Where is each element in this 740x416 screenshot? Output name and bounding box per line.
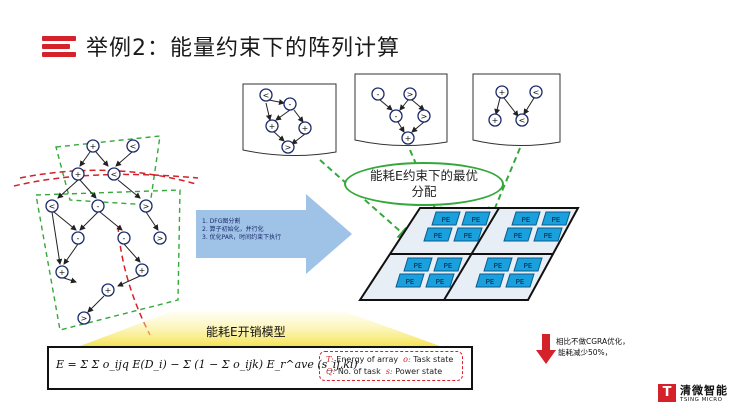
svg-text:+: + <box>405 134 412 143</box>
energy-formula: E = Σ Σ o_ijq E(D_i) − Σ (1 − Σ o_ijk) E… <box>56 358 358 371</box>
process-steps: 1. DFG图分割 2. 算子初始化，并行化 3. 优化PAR，时间约束下执行 <box>202 218 282 241</box>
pe-label: PE <box>544 232 553 240</box>
pe-cells: PE PE PE PE PE PE PE PE PE PE PE PE PE PE PE PE <box>395 211 571 288</box>
pe-label: PE <box>514 232 523 240</box>
pe-cell <box>453 227 483 242</box>
svg-text:<: < <box>130 142 137 151</box>
pe-label: PE <box>516 278 525 286</box>
pe-cell <box>503 227 533 242</box>
process-arrow <box>196 194 352 274</box>
logo-name: 清微智能 <box>680 384 728 397</box>
svg-text:+: + <box>269 122 276 131</box>
svg-text:>: > <box>285 143 292 152</box>
svg-text:-: - <box>97 202 100 211</box>
svg-text:+: + <box>75 170 82 179</box>
pe-label: PE <box>552 216 561 224</box>
formula-legend: T: Energy of array o: Task state Q: No. … <box>319 351 463 381</box>
svg-text:-: - <box>123 234 126 243</box>
formula-box <box>47 346 473 390</box>
pe-label: PE <box>434 232 443 240</box>
pe-label: PE <box>524 262 533 270</box>
svg-text:-: - <box>395 112 398 121</box>
svg-text:>: > <box>421 112 428 121</box>
dag-card-1: < - + + > <box>242 83 337 157</box>
pe-label: PE <box>444 262 453 270</box>
pe-label: PE <box>464 232 473 240</box>
svg-text:+: + <box>59 268 66 277</box>
partitioned-dfg: + < + < < - > - - > + + + > <box>13 135 199 336</box>
pe-label: PE <box>472 216 481 224</box>
result-note: 相比不做CGRA优化，能耗减少50%， <box>556 337 630 357</box>
svg-text:+: + <box>139 266 146 275</box>
pe-label: PE <box>442 216 451 224</box>
pe-cell <box>461 211 491 226</box>
down-arrow-icon <box>536 334 556 364</box>
pe-cell <box>513 257 543 272</box>
pe-label: PE <box>414 262 423 270</box>
pe-label: PE <box>522 216 531 224</box>
optimal-allocation-bubble: 能耗E约束下的最优分配 <box>344 162 504 206</box>
svg-text:<: < <box>519 116 526 125</box>
pe-cell <box>483 257 513 272</box>
svg-text:-: - <box>77 234 80 243</box>
svg-text:+: + <box>499 88 506 97</box>
pe-cell <box>425 273 455 288</box>
svg-text:+: + <box>105 286 112 295</box>
svg-text:>: > <box>407 90 414 99</box>
pe-cell <box>475 273 505 288</box>
pe-cell <box>511 211 541 226</box>
pe-label: PE <box>436 278 445 286</box>
svg-text:>: > <box>143 202 150 211</box>
dag-card-2: - > - > + <box>354 73 448 147</box>
menu-icon <box>42 36 76 58</box>
pe-cell <box>431 211 461 226</box>
pe-cell <box>433 257 463 272</box>
pe-cell <box>395 273 425 288</box>
svg-text:-: - <box>289 100 292 109</box>
pe-label: PE <box>406 278 415 286</box>
svg-text:<: < <box>49 202 56 211</box>
svg-text:>: > <box>157 234 164 243</box>
svg-text:<: < <box>533 88 540 97</box>
svg-text:>: > <box>81 314 88 323</box>
pe-cell <box>423 227 453 242</box>
model-label: 能耗E开销模型 <box>206 325 286 339</box>
pe-cell <box>533 227 563 242</box>
page-title: 举例2：能量约束下的阵列计算 <box>86 36 400 61</box>
svg-text:-: - <box>377 90 380 99</box>
svg-text:<: < <box>263 91 270 100</box>
pe-cell <box>403 257 433 272</box>
pe-cell <box>541 211 571 226</box>
model-glow <box>80 312 440 346</box>
svg-text:+: + <box>492 116 499 125</box>
svg-text:<: < <box>111 170 118 179</box>
pe-label: PE <box>494 262 503 270</box>
logo-icon: T <box>658 384 676 402</box>
svg-text:+: + <box>90 142 97 151</box>
pe-label: PE <box>486 278 495 286</box>
dag-card-3: + < + < <box>472 73 561 147</box>
svg-text:+: + <box>302 124 309 133</box>
logo-subtitle: TSING MICRO <box>680 397 723 403</box>
pe-cell <box>505 273 535 288</box>
